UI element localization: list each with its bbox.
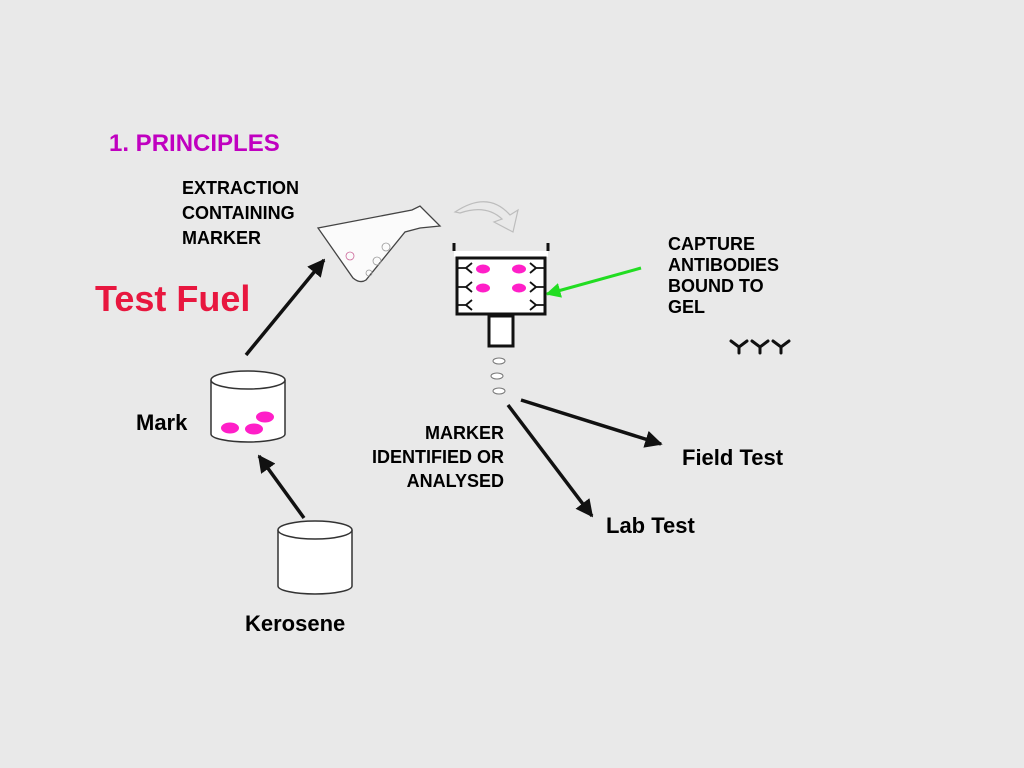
drip-icon	[490, 357, 506, 395]
arrow-capture-pointer	[545, 266, 642, 298]
marker-id-line-3: ANALYSED	[406, 471, 504, 491]
arrow-to-field-test	[520, 398, 663, 448]
kerosene-container	[277, 520, 353, 595]
lab-test-label: Lab Test	[606, 513, 695, 538]
capture-antibodies-label: CAPTURE ANTIBODIES BOUND TO GEL	[668, 234, 779, 318]
mark-label: Mark	[136, 410, 188, 435]
extraction-line-3: MARKER	[182, 228, 261, 248]
capture-line-2: ANTIBODIES	[668, 255, 780, 275]
column-marker-dots	[476, 264, 526, 293]
extraction-line-1: EXTRACTION	[182, 178, 299, 198]
extraction-line-2: CONTAINING	[182, 203, 295, 223]
marker-dots	[221, 411, 274, 435]
field-test-label: Field Test	[682, 445, 784, 470]
arrow-to-lab-test	[506, 403, 594, 518]
arrow-kerosene-to-mark	[257, 454, 306, 520]
marker-id-line-1: MARKER	[425, 423, 504, 443]
arrow-mark-to-flask	[244, 258, 326, 357]
test-fuel-label: Test Fuel	[95, 278, 251, 319]
extraction-label: EXTRACTION CONTAINING MARKER	[182, 176, 299, 251]
capture-line-1: CAPTURE	[668, 234, 756, 254]
column-antibodies	[458, 262, 544, 311]
flask-icon	[316, 205, 442, 283]
marker-id-line-2: IDENTIFIED OR	[371, 447, 504, 467]
kerosene-label: Kerosene	[245, 611, 346, 636]
antibody-icons	[729, 339, 791, 355]
slide-title: 1. PRINCIPLES	[109, 130, 280, 157]
marker-identified-label: MARKER IDENTIFIED OR ANALYSED	[372, 421, 504, 493]
capture-line-3: BOUND TO	[668, 276, 764, 296]
gel-column	[452, 243, 550, 348]
capture-line-4: GEL	[668, 297, 706, 317]
pour-arrow-icon	[453, 201, 519, 233]
